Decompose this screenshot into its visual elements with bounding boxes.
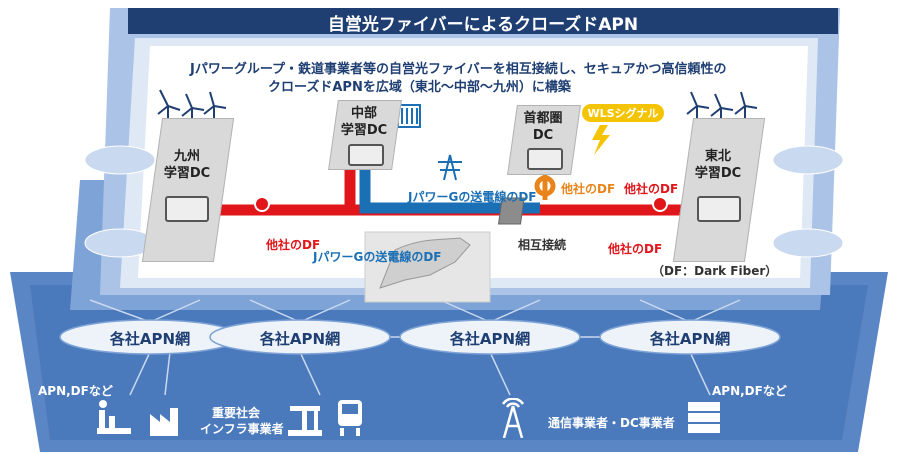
apn-network-label-4: 各社APN網 [649,330,731,348]
radio-tower-icon [501,398,525,438]
server-rack-icon [688,402,720,433]
dc-shutoken-label: 首都圏 DC [512,110,574,144]
headline-line2: クローズドAPNを広域（東北～中部～九州）に構築 [268,80,571,95]
server-icon-tohoku [697,196,741,222]
power-plant-icon [97,400,131,434]
dc-shutoken-name: 首都圏 [523,111,563,126]
wls-signal-badge [582,104,664,122]
dc-tohoku-label: 東北 学習DC [681,148,755,182]
server-icon-kyushu [165,196,209,222]
infra-label-line2: インフラ事業者 [200,422,284,436]
df-note: （DF：Dark Fiber） [652,264,778,278]
jpower-df-upper-label: JパワーGの送電線のDF [408,190,537,204]
headline-line1: Jパワーグループ・鉄道事業者等の自営光ファイバーを相互接続し、セキュアかつ高信頼… [190,62,727,77]
dc-kyushu-label: 九州 学習DC [150,148,224,182]
dc-chubu-type: 学習DC [340,123,388,138]
infra-label-line1: 重要社会 [212,406,261,420]
dc-tohoku-type: 学習DC [694,166,742,181]
interconnect-label: 相互接続 [518,238,567,252]
apn-df-left-label: APN,DFなど [38,384,113,398]
dc-kyushu-name: 九州 [173,149,200,164]
dc-chubu-name: 中部 [350,106,377,121]
diagram-title: 自営光ファイバーによるクローズドAPN [327,15,639,35]
other-df-left-label: 他社のDF [266,238,321,252]
apn-network-label-2: 各社APN網 [259,330,341,348]
train-icon [338,400,362,436]
wls-signal-label: WLSシグナル [587,107,659,120]
other-df-right-top-label: 他社のDF [624,182,679,196]
apn-network-label-1: 各社APN網 [109,330,191,348]
dc-tohoku-name: 東北 [704,149,731,164]
jpower-df-lower-label: JパワーGの送電線のDF [313,250,442,264]
title-banner [128,8,838,34]
other-df-orange-label: 他社のDF [561,182,616,196]
server-icon-shutoken [527,148,563,170]
interconnect-box [497,197,525,225]
dc-shutoken-type: DC [532,128,554,143]
telecom-label: 通信事業者・DC事業者 [548,416,675,430]
dc-kyushu-type: 学習DC [163,166,211,181]
apn-df-right-label: APN,DFなど [712,384,787,398]
dc-chubu-label: 中部 学習DC [333,105,395,139]
apn-network-label-3: 各社APN網 [449,330,531,348]
oil-pump-icon [288,406,322,436]
factory-icon [150,408,178,436]
server-icon-chubu [348,144,384,166]
other-df-right-bottom-label: 他社のDF [608,242,663,256]
